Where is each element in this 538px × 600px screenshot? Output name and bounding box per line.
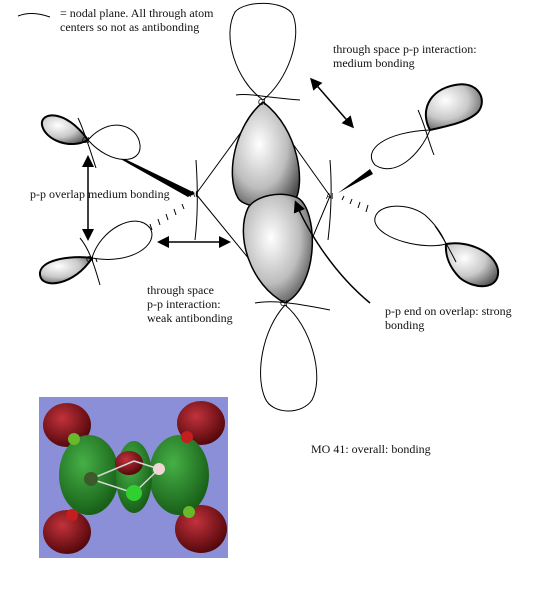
nodal-plane bbox=[417, 109, 435, 156]
atom-label-al-right: Al bbox=[326, 192, 333, 201]
arrow-through-space-upper bbox=[310, 77, 354, 129]
upper-right-outline-lobe bbox=[370, 129, 431, 170]
atom-label-al-left: Al bbox=[190, 190, 197, 199]
upper-right-dark-lobe bbox=[425, 83, 483, 132]
label-line: p-p end on overlap: strong bbox=[385, 304, 512, 318]
wedge-bond bbox=[338, 169, 373, 193]
mo-caption: MO 41: overall: bonding bbox=[311, 442, 431, 456]
nodal-plane bbox=[254, 301, 331, 311]
central-lower-lobe bbox=[242, 193, 314, 304]
label-line: bonding bbox=[385, 318, 425, 332]
legend-line-1: = nodal plane. All through atom bbox=[60, 6, 214, 20]
legend-text: = nodal plane. All through atom centers … bbox=[60, 6, 213, 34]
nodal-plane-legend-line bbox=[17, 13, 51, 18]
mo-atom bbox=[153, 463, 165, 475]
upper-left-outline-lobe bbox=[87, 124, 141, 160]
atom-label-cl-upper-left: Cl bbox=[82, 136, 90, 145]
nodal-plane bbox=[77, 117, 97, 169]
legend-line-2: centers so not as antibonding bbox=[60, 20, 200, 34]
upper-left-dark-lobe bbox=[40, 114, 90, 145]
label-line: weak antibonding bbox=[147, 311, 233, 325]
bottom-outline-lobe bbox=[260, 304, 318, 412]
mo-atom bbox=[68, 433, 80, 445]
atom-label-cl-top: Cl bbox=[258, 98, 266, 107]
mo-atom bbox=[84, 472, 98, 486]
label-line: p-p overlap medium bonding bbox=[30, 187, 170, 201]
hashed-bond bbox=[341, 195, 369, 213]
mo-atom bbox=[183, 506, 195, 518]
lower-left-outline-lobe bbox=[91, 220, 153, 260]
mo-lobe-green bbox=[149, 435, 209, 515]
nodal-plane bbox=[235, 93, 301, 101]
atom-label-cl-bottom: Cl bbox=[280, 299, 288, 308]
label-line: through space bbox=[147, 283, 214, 297]
top-outline-lobe bbox=[229, 2, 297, 101]
label-pp-overlap-medium-bonding: p-p overlap medium bonding bbox=[30, 187, 170, 201]
nodal-plane bbox=[194, 159, 198, 241]
label-line: medium bonding bbox=[333, 56, 415, 70]
mo-lobe-red bbox=[43, 510, 91, 554]
nodal-plane bbox=[434, 225, 457, 263]
label-through-space-medium-bonding: through space p-p interaction: medium bo… bbox=[333, 42, 477, 70]
label-line: MO 41: overall: bonding bbox=[311, 442, 431, 456]
label-through-space-weak-antibonding: through space p-p interaction: weak anti… bbox=[147, 283, 233, 325]
nodal-plane bbox=[79, 237, 101, 286]
lower-left-dark-lobe bbox=[39, 256, 94, 285]
nodal-plane bbox=[327, 159, 332, 241]
atom-label-cl-lower-left: Cl bbox=[86, 255, 94, 264]
label-line: through space p-p interaction: bbox=[333, 42, 477, 56]
label-line: p-p interaction: bbox=[147, 297, 221, 311]
mo-atom bbox=[66, 509, 78, 521]
central-upper-lobe bbox=[231, 101, 301, 208]
mo-atom bbox=[181, 431, 193, 443]
lower-right-dark-lobe bbox=[444, 242, 500, 288]
mo-atom bbox=[126, 485, 142, 501]
label-end-on-overlap-strong-bonding: p-p end on overlap: strong bonding bbox=[385, 304, 512, 332]
mo-41-render bbox=[39, 397, 228, 558]
arrow-end-on-overlap bbox=[293, 200, 371, 304]
interaction-arrows bbox=[82, 77, 371, 304]
